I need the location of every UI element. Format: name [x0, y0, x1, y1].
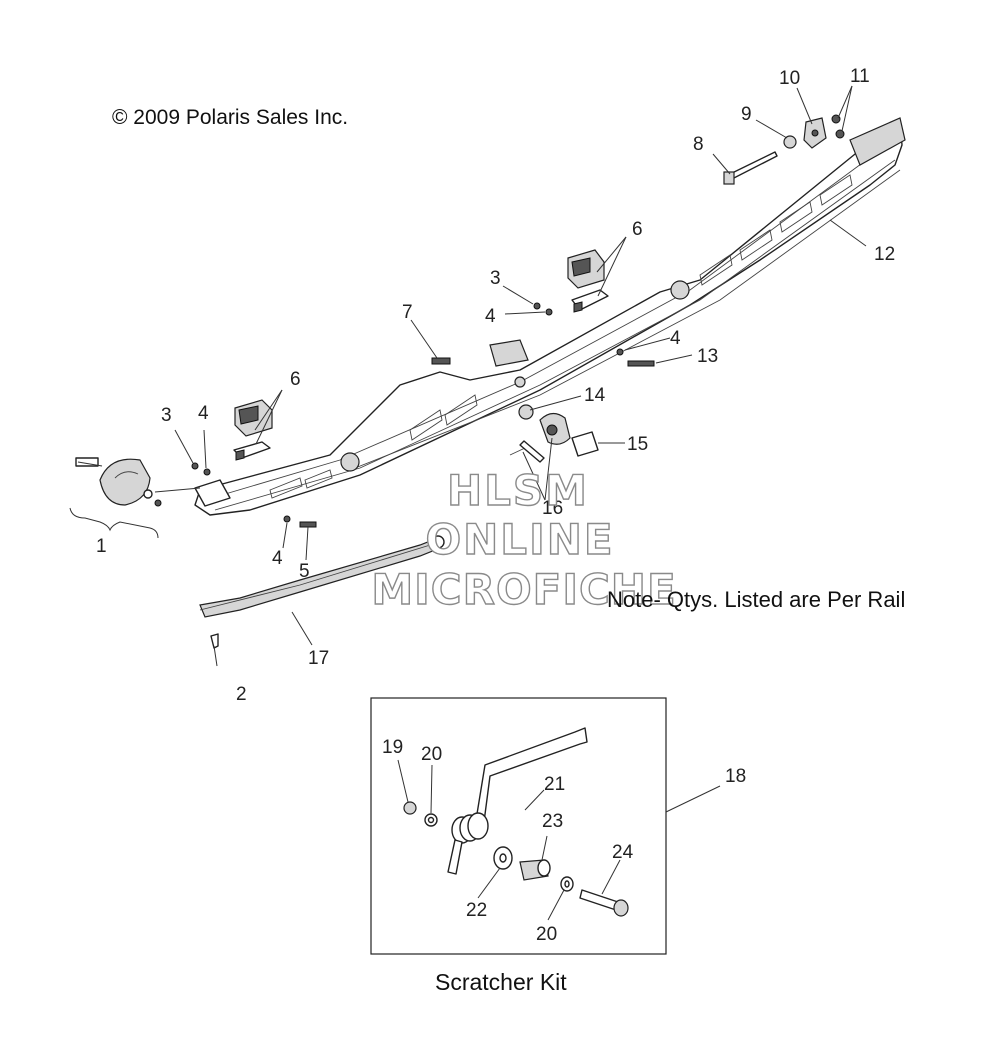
- callout-6-upper: 6: [632, 219, 643, 240]
- watermark: HLSM ONLINE MICROFICHE: [371, 465, 677, 614]
- watermark-line-3: MICROFICHE: [371, 565, 676, 614]
- callout-13: 13: [697, 346, 718, 367]
- fasteners: [191, 114, 845, 528]
- part-wear-bar: [199, 535, 445, 649]
- scratcher-kit-title: Scratcher Kit: [435, 969, 567, 995]
- callout-2: 2: [236, 684, 247, 705]
- callout-19: 19: [382, 737, 403, 758]
- part-front-cap: [69, 457, 201, 539]
- callout-8: 8: [693, 134, 704, 155]
- leader-lines: [77, 85, 867, 921]
- watermark-line-2: ONLINE: [425, 515, 614, 564]
- callout-10: 10: [779, 68, 800, 89]
- part-block-upper: [567, 249, 609, 313]
- part-wheel-assembly: [509, 404, 599, 463]
- callout-4-right: 4: [670, 328, 681, 349]
- callout-7: 7: [402, 302, 413, 323]
- scratcher-kit-parts: [403, 727, 629, 917]
- callout-20-lower: 20: [536, 924, 557, 945]
- callout-1: 1: [96, 536, 107, 557]
- callout-4-bottom: 4: [272, 548, 283, 569]
- callout-4-lower: 4: [198, 403, 209, 424]
- callout-23: 23: [542, 811, 563, 832]
- callout-11: 11: [850, 66, 870, 87]
- part-block-lower: [233, 399, 273, 461]
- callout-6-lower: 6: [290, 369, 301, 390]
- callout-24: 24: [612, 842, 634, 863]
- callout-15: 15: [627, 434, 648, 455]
- callout-16: 16: [542, 498, 563, 519]
- callouts: 1 2 3 4 3 4 4 4 5 6 6 7 8 9 10 11 12 13 …: [96, 66, 895, 945]
- callout-22: 22: [466, 900, 487, 921]
- callout-14: 14: [584, 385, 606, 406]
- callout-9: 9: [741, 104, 752, 125]
- watermark-line-1: HLSM: [447, 466, 589, 515]
- callout-12: 12: [874, 244, 895, 265]
- slide-rail: [194, 117, 906, 516]
- callout-3-upper: 3: [490, 268, 501, 289]
- callout-3-lower: 3: [161, 405, 172, 426]
- callout-17: 17: [308, 648, 329, 669]
- scratcher-kit-box: [370, 697, 667, 955]
- copyright-text: © 2009 Polaris Sales Inc.: [112, 106, 348, 129]
- note-text: Note- Qtys. Listed are Per Rail: [607, 587, 905, 612]
- callout-21: 21: [544, 774, 565, 795]
- callout-18: 18: [725, 766, 746, 787]
- callout-5: 5: [299, 561, 310, 582]
- callout-4-upper: 4: [485, 306, 496, 327]
- callout-20-upper: 20: [421, 744, 442, 765]
